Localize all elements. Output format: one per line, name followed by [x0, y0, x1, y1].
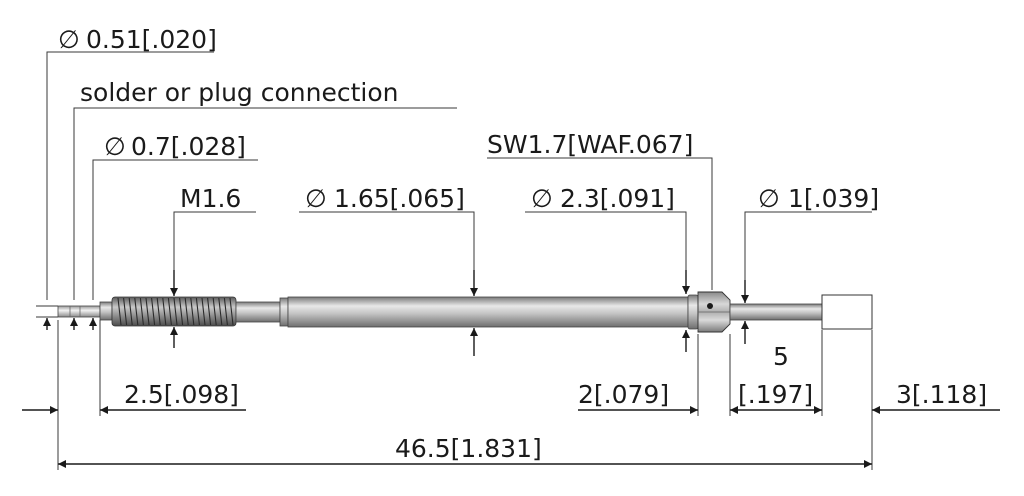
connection-tip	[57, 305, 101, 318]
label-len-25: 2.5[.098]	[124, 380, 239, 409]
dia-symbol-07: ∅	[104, 132, 126, 161]
label-dia-1: 1[.039]	[788, 184, 879, 213]
front-rod	[729, 303, 823, 321]
dimension-lines	[22, 51, 1000, 470]
label-connection: solder or plug connection	[80, 78, 398, 107]
label-dia-07: 0.7[.028]	[131, 132, 246, 161]
hex-dot	[707, 303, 713, 309]
main-shaft	[287, 296, 689, 328]
label-len-5: 5	[773, 342, 789, 371]
dimension-labels: ∅ 0.51[.020] solder or plug connection ∅…	[58, 25, 987, 463]
label-dia-051: 0.51[.020]	[86, 25, 217, 54]
front-tip-block	[821, 294, 873, 330]
dia-symbol-1: ∅	[758, 184, 780, 213]
label-dia-165: 1.65[.065]	[334, 184, 465, 213]
label-thread: M1.6	[180, 184, 241, 213]
label-dia-23: 2.3[.091]	[560, 184, 675, 213]
dia-symbol-23: ∅	[531, 184, 553, 213]
label-len-total: 46.5[1.831]	[395, 434, 542, 463]
dia-symbol-051: ∅	[58, 25, 80, 54]
label-wrench: SW1.7[WAF.067]	[487, 130, 693, 159]
dia-symbol-165: ∅	[305, 184, 327, 213]
label-len-3: 3[.118]	[896, 380, 987, 409]
label-len-5-inch: [.197]	[738, 380, 813, 409]
label-len-2: 2[.079]	[578, 380, 669, 409]
probe-part	[57, 291, 873, 333]
